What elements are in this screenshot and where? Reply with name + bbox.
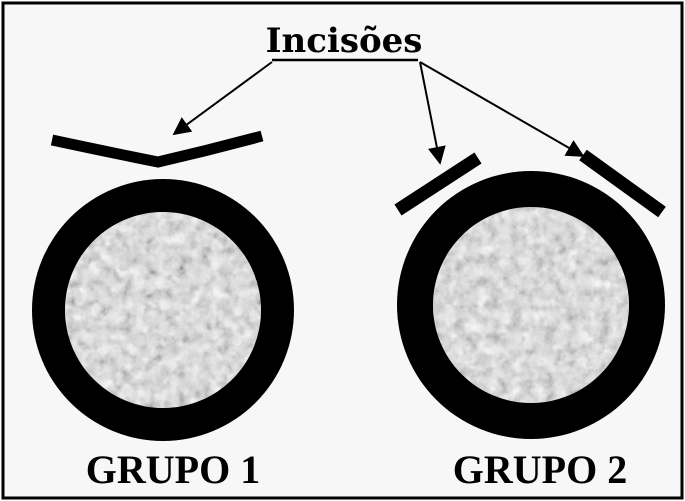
group1-curved-incision xyxy=(50,130,264,168)
group2-inner-tissue-texture xyxy=(433,207,629,403)
arrow-to-group2-left-incision xyxy=(419,61,446,165)
group2-right-incision xyxy=(579,149,666,218)
group2-left-incision xyxy=(394,152,482,216)
group2-label: GRUPO 2 xyxy=(453,447,627,492)
arrow-to-group2-right-incision xyxy=(419,61,585,157)
arrow-to-group1-incision xyxy=(172,61,273,136)
group1-label: GRUPO 1 xyxy=(86,447,260,492)
group1-inner-tissue-texture xyxy=(65,212,261,408)
incisions-title: Incisões xyxy=(266,21,423,61)
